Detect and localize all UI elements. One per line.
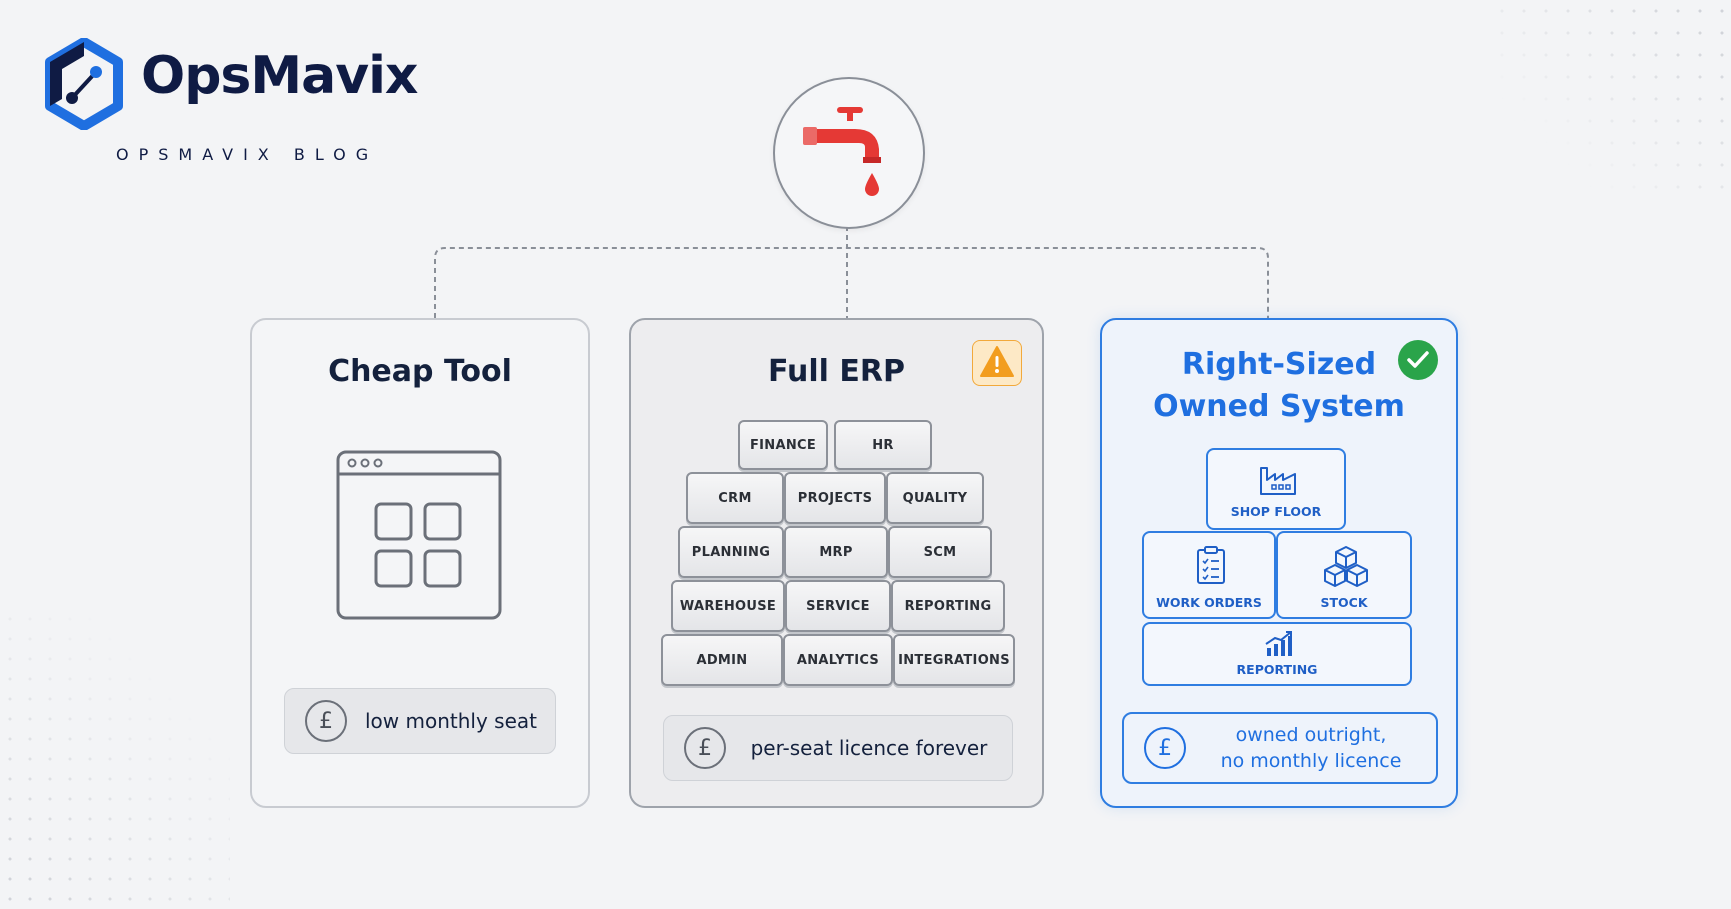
erp-module-block: ADMIN bbox=[661, 634, 783, 686]
leaking-faucet-icon bbox=[803, 107, 881, 196]
warning-badge bbox=[972, 340, 1022, 386]
card-full-erp: Full ERP FINANCE HR CRM PROJECTS QUALITY… bbox=[629, 318, 1044, 808]
success-badge bbox=[1398, 340, 1438, 380]
decorative-dots-bottom-left bbox=[0, 609, 230, 909]
price-text-line1: owned outright, bbox=[1235, 724, 1387, 746]
module-label: WORK ORDERS bbox=[1156, 595, 1262, 610]
card-title-line1: Right-Sized bbox=[1181, 347, 1377, 382]
card-title: Full ERP bbox=[768, 354, 905, 389]
price-text-line2: no monthly licence bbox=[1220, 750, 1402, 772]
card-right-sized-owned-system: Right-Sized Owned System SHOP FLOOR WORK… bbox=[1100, 318, 1458, 808]
check-circle-icon bbox=[1407, 351, 1429, 368]
erp-module-block: SCM bbox=[888, 526, 992, 578]
erp-module-block: INTEGRATIONS bbox=[893, 634, 1015, 686]
card-cheap-tool: Cheap Tool £ low monthly seat bbox=[250, 318, 590, 808]
bar-chart-icon bbox=[1265, 631, 1292, 656]
pound-coin-icon: £ bbox=[1144, 727, 1186, 769]
opsmavix-hexagon-icon bbox=[45, 38, 123, 130]
brand-name: OpsMavix bbox=[141, 46, 418, 106]
erp-module-block: PROJECTS bbox=[784, 472, 886, 524]
erp-module-block: HR bbox=[834, 420, 932, 470]
clipboard-checklist-icon bbox=[1197, 546, 1225, 584]
module-label: SHOP FLOOR bbox=[1230, 504, 1322, 519]
pound-coin-icon: £ bbox=[684, 727, 726, 769]
card-title: Right-Sized Owned System bbox=[1102, 344, 1456, 428]
price-text: per-seat licence forever bbox=[750, 736, 988, 760]
pound-coin-icon: £ bbox=[305, 700, 347, 742]
brand-subtitle: OPSMAVIX BLOG bbox=[116, 145, 379, 164]
price-tag-cheap: £ low monthly seat bbox=[284, 688, 556, 754]
factory-icon bbox=[1260, 467, 1296, 495]
app-window-grid-icon bbox=[336, 450, 502, 620]
module-stock: STOCK bbox=[1276, 531, 1412, 619]
module-reporting: REPORTING bbox=[1142, 622, 1412, 686]
module-shop-floor: SHOP FLOOR bbox=[1206, 448, 1346, 530]
leaking-faucet-badge bbox=[773, 77, 925, 229]
erp-module-block: SERVICE bbox=[785, 580, 891, 632]
module-label: REPORTING bbox=[1236, 662, 1318, 677]
erp-module-block: FINANCE bbox=[738, 420, 828, 470]
erp-module-block: CRM bbox=[686, 472, 784, 524]
price-text: owned outright, no monthly licence bbox=[1186, 722, 1436, 774]
erp-module-block: QUALITY bbox=[886, 472, 984, 524]
card-title-line2: Owned System bbox=[1153, 389, 1405, 424]
module-label: STOCK bbox=[1320, 595, 1368, 610]
price-text: low monthly seat bbox=[365, 709, 537, 733]
card-title: Cheap Tool bbox=[328, 354, 512, 389]
erp-module-block: MRP bbox=[784, 526, 888, 578]
warning-triangle-icon bbox=[980, 346, 1014, 377]
erp-module-block: PLANNING bbox=[678, 526, 784, 578]
price-tag-erp: £ per-seat licence forever bbox=[663, 715, 1013, 781]
erp-module-block: WAREHOUSE bbox=[671, 580, 785, 632]
decorative-dots-top-right bbox=[1491, 0, 1731, 200]
erp-module-block: ANALYTICS bbox=[783, 634, 893, 686]
price-tag-owned: £ owned outright, no monthly licence bbox=[1122, 712, 1438, 784]
erp-module-block: REPORTING bbox=[891, 580, 1005, 632]
stock-boxes-icon bbox=[1324, 546, 1368, 587]
module-work-orders: WORK ORDERS bbox=[1142, 531, 1276, 619]
